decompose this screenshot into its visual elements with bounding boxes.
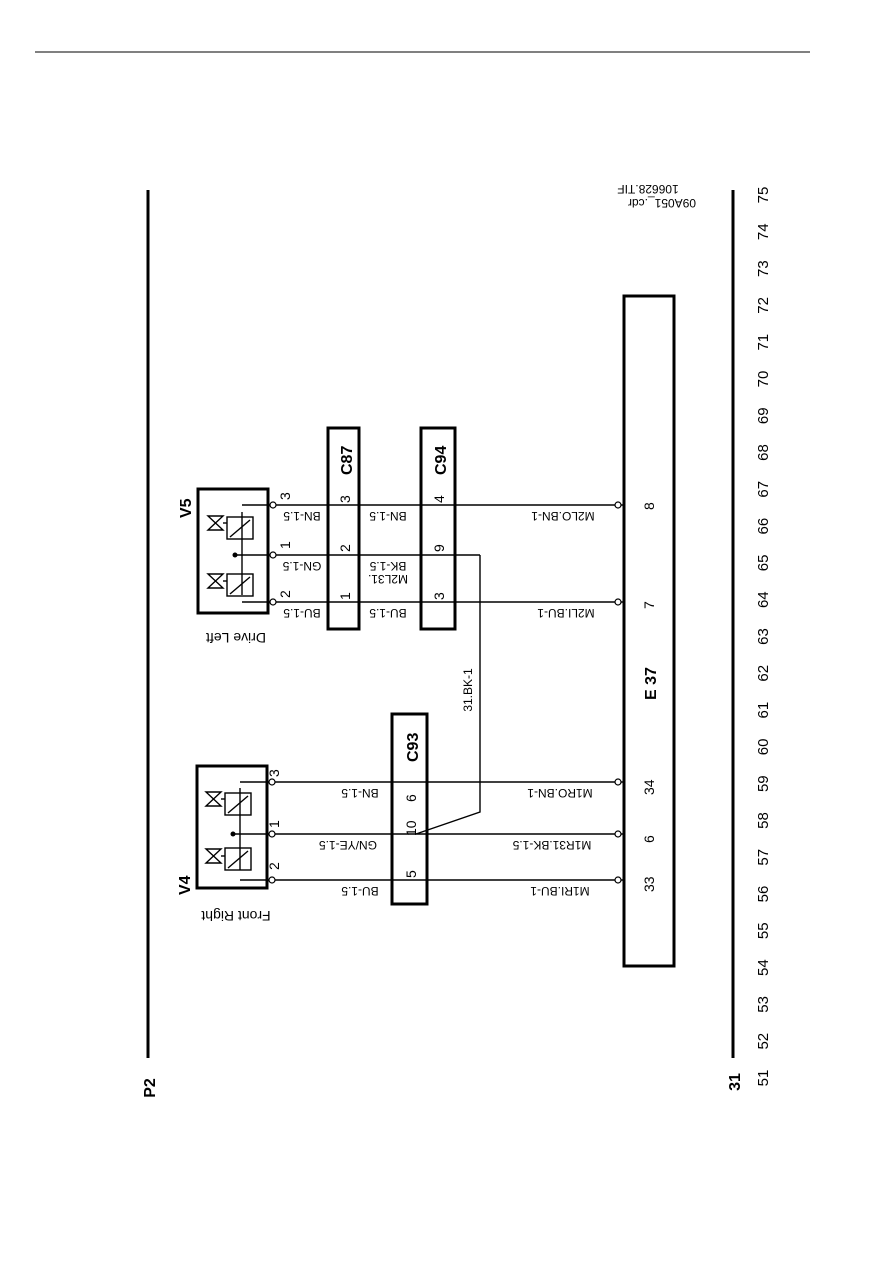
ruler-number: 58 xyxy=(755,812,772,829)
e37-pin-6: 6 xyxy=(641,835,657,843)
c87-id: C87 xyxy=(339,446,356,475)
ruler-number: 71 xyxy=(755,334,772,351)
ruler-number: 67 xyxy=(755,481,772,498)
v4-desc: Front Right xyxy=(201,908,270,924)
ruler-number: 69 xyxy=(755,407,772,424)
c87-connector xyxy=(326,426,361,631)
wire-v5-1: GN-1.5 xyxy=(282,559,321,573)
ruler-number: 59 xyxy=(755,775,772,792)
ruler-number: 65 xyxy=(755,555,772,572)
v4-actuator-box xyxy=(195,764,269,890)
wire-e37-6: M1R31.BK-1.5 xyxy=(512,838,591,852)
ruler-number: 51 xyxy=(755,1070,772,1087)
wire-e37-33: M1RI.BU-1 xyxy=(530,884,590,898)
c94-pin-4: 4 xyxy=(431,495,447,503)
ruler-number: 60 xyxy=(755,739,772,756)
v5-pin-2: 2 xyxy=(277,590,293,598)
c87-pin-1: 1 xyxy=(337,592,353,600)
v5-actuator-box xyxy=(196,487,270,615)
c93-pin-6: 6 xyxy=(403,794,419,802)
ruler-number: 73 xyxy=(755,260,772,277)
rail-31-label: 31 xyxy=(727,1073,744,1091)
grid-ruler: 51 52 53 54 55 56 57 58 59 60 61 62 63 64 65 66 67 68 69 70… xyxy=(755,187,772,1087)
file-ref-cdr: 09A051_.cdr xyxy=(628,196,696,210)
ruler-number: 57 xyxy=(755,849,772,866)
e37-pin-7: 7 xyxy=(641,601,657,609)
wire-e37-34: M1RO.BN-1 xyxy=(527,786,593,800)
rail-p2-label: P2 xyxy=(142,1078,159,1098)
e37-pin-8: 8 xyxy=(641,502,657,510)
e37-pin-33: 33 xyxy=(641,876,657,892)
file-ref-tif: 106628.TIF xyxy=(617,182,678,196)
v4-pin-3: 3 xyxy=(266,769,282,777)
c87-pin-2: 2 xyxy=(337,544,353,552)
v5-pin-1: 1 xyxy=(277,541,293,549)
wire-c87-c94-2a: BK-1.5 xyxy=(369,559,406,573)
c87-pin-3: 3 xyxy=(337,495,353,503)
wire-c87-c94-3: BN-1.5 xyxy=(369,509,407,523)
c94-pin-3: 3 xyxy=(431,592,447,600)
v5-id: V5 xyxy=(178,498,195,518)
c94-pin-9: 9 xyxy=(431,544,447,552)
c94-id: C94 xyxy=(433,446,450,475)
e37-id: E 37 xyxy=(643,667,660,700)
ruler-number: 72 xyxy=(755,297,772,314)
ruler-number: 55 xyxy=(755,922,772,939)
v4-pin-2: 2 xyxy=(266,862,282,870)
ruler-number: 61 xyxy=(755,702,772,719)
ruler-number: 70 xyxy=(755,371,772,388)
wire-v4-2: BU-1.5 xyxy=(341,884,379,898)
c93-id: C93 xyxy=(405,733,422,762)
v5-desc: Drive Left xyxy=(206,630,266,646)
ruler-number: 68 xyxy=(755,444,772,461)
v4-pin-1: 1 xyxy=(266,820,282,828)
c93-pin-10: 10 xyxy=(403,820,419,836)
ruler-number: 62 xyxy=(755,665,772,682)
wire-v4-3: BN-1.5 xyxy=(341,786,379,800)
c93-pin-5: 5 xyxy=(403,870,419,878)
c94-connector xyxy=(419,426,457,631)
wire-v5-2: BU-1.5 xyxy=(283,606,321,620)
ruler-number: 54 xyxy=(755,959,772,976)
ruler-number: 66 xyxy=(755,518,772,535)
c93-connector xyxy=(390,712,429,906)
ruler-number: 63 xyxy=(755,628,772,645)
wire-ground: 31.BK-1 xyxy=(461,668,475,712)
ruler-number: 74 xyxy=(755,223,772,240)
e37-module xyxy=(622,294,676,968)
ruler-number: 56 xyxy=(755,886,772,903)
wire-e37-8: M2LO.BN-1 xyxy=(531,509,595,523)
wire-c87-c94-2b: M2L31. xyxy=(368,572,408,586)
e37-pin-34: 34 xyxy=(641,779,657,795)
ruler-number: 52 xyxy=(755,1033,772,1050)
wire-v5-3: BN-1.5 xyxy=(283,509,321,523)
ruler-number: 53 xyxy=(755,996,772,1013)
wire-e37-7: M2LI.BU-1 xyxy=(537,606,595,620)
ruler-number: 64 xyxy=(755,591,772,608)
wire-c87-c94-1: BU-1.5 xyxy=(369,606,407,620)
v4-id: V4 xyxy=(177,875,194,895)
wire-v4-1: GN/YE-1.5 xyxy=(319,838,377,852)
ruler-number: 75 xyxy=(755,187,772,204)
v5-pin-3: 3 xyxy=(277,492,293,500)
